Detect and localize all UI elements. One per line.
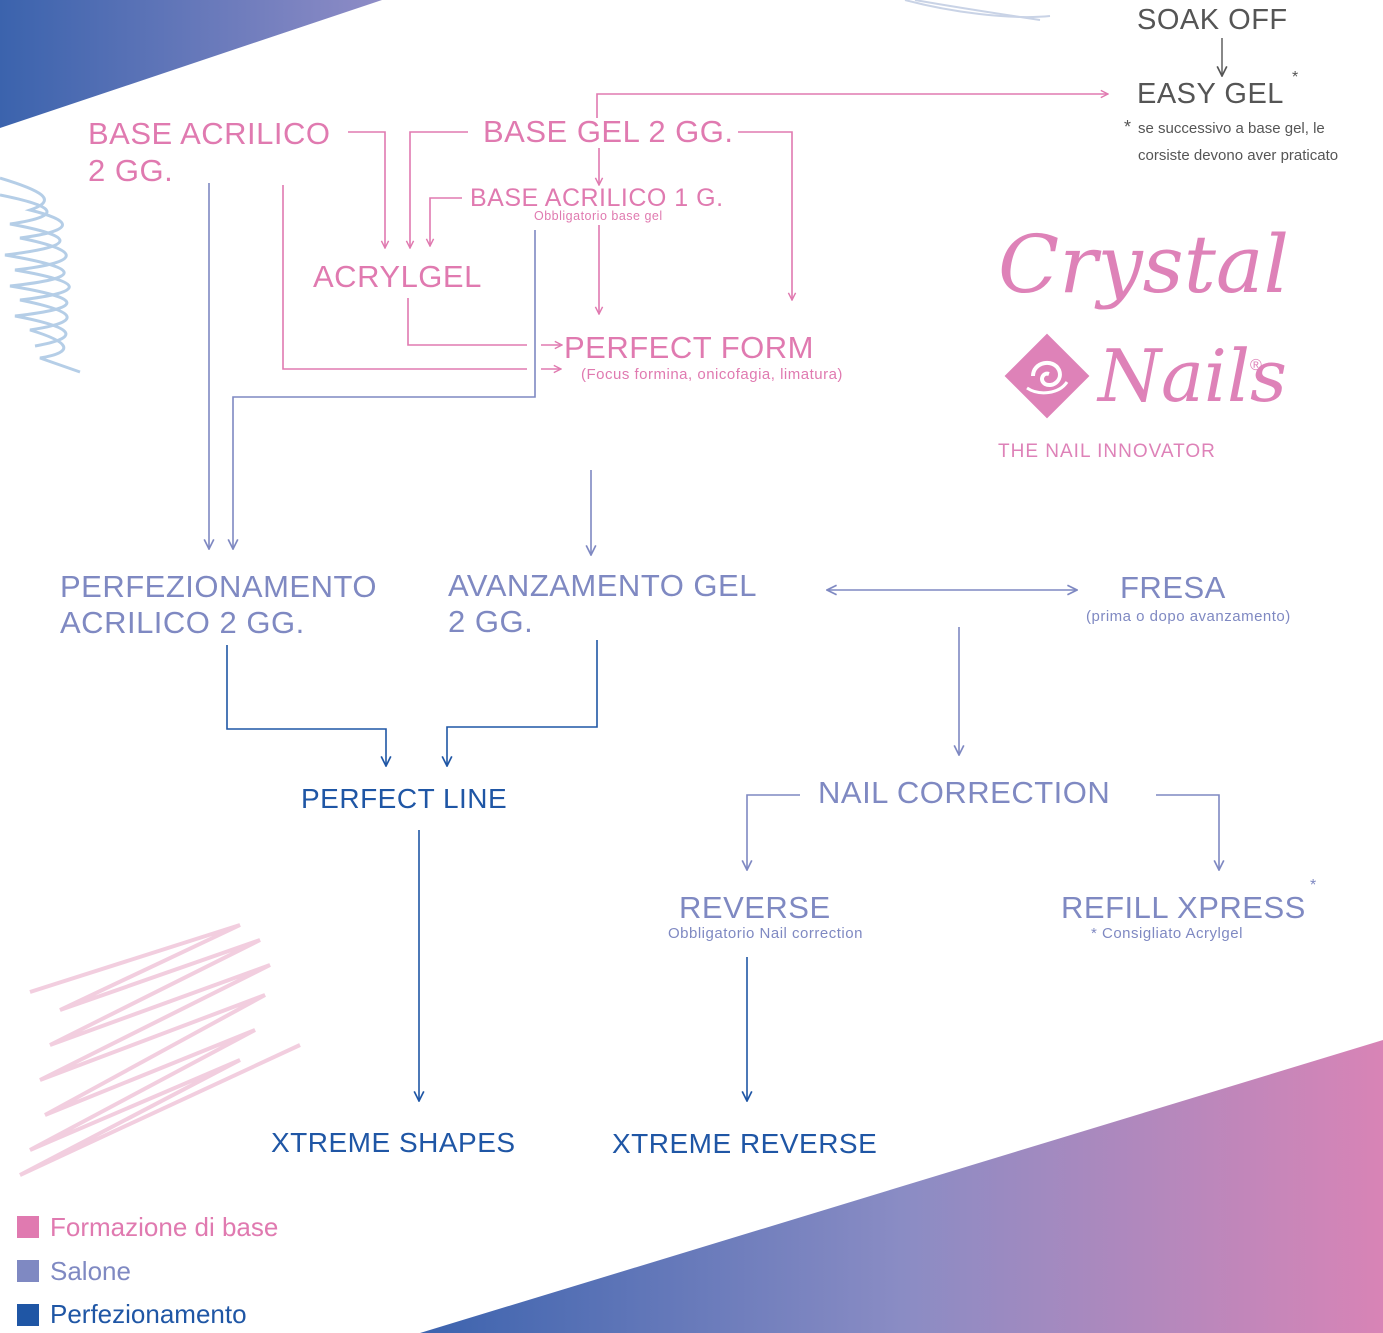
node-refill-xpress: REFILL XPRESS	[1061, 890, 1306, 925]
node-base-acrilico-2gg-line2: 2 GG.	[88, 153, 174, 188]
node-perfect-line: PERFECT LINE	[301, 783, 508, 814]
legend-label-perfezionamento: Perfezionamento	[50, 1299, 247, 1329]
pink-connectors	[282, 94, 1108, 369]
logo-nails: Nails	[1098, 334, 1287, 418]
lavender-connectors	[209, 183, 1219, 870]
blue-brush-stroke	[0, 176, 81, 374]
logo-crystal: Crystal	[998, 218, 1290, 311]
node-xtreme-shapes: XTREME SHAPES	[271, 1127, 516, 1158]
node-acrylgel: ACRYLGEL	[313, 259, 482, 294]
legend-swatch-perfezionamento	[17, 1304, 39, 1326]
node-base-acrilico-1g-note: Obbligatorio base gel	[534, 209, 663, 223]
node-reverse-note: Obbligatorio Nail correction	[668, 925, 863, 942]
logo-rose-icon	[1003, 332, 1091, 420]
node-easy-gel: EASY GEL	[1137, 78, 1284, 110]
legend-swatch-salone	[17, 1260, 39, 1282]
top-gray-brush-stroke	[904, 0, 1051, 21]
logo-registered: ®	[1250, 357, 1263, 374]
node-nail-correction: NAIL CORRECTION	[818, 775, 1111, 810]
node-avanzamento-gel-line2: 2 GG.	[448, 604, 534, 639]
node-perfezionamento-acrilico-line2: ACRILICO 2 GG.	[60, 605, 305, 640]
legend-label-formazione: Formazione di base	[50, 1212, 279, 1242]
logo-tagline: THE NAIL INNOVATOR	[998, 441, 1216, 462]
node-perfect-form: PERFECT FORM	[564, 330, 814, 365]
legend-label-salone: Salone	[50, 1256, 131, 1286]
bottom-right-gradient-corner	[420, 1040, 1383, 1333]
blue-connectors	[226, 640, 747, 1101]
node-soak-off: SOAK OFF	[1137, 4, 1288, 36]
node-base-acrilico-2gg-line1: BASE ACRILICO	[88, 116, 331, 151]
node-xtreme-reverse: XTREME REVERSE	[612, 1128, 878, 1159]
refill-xpress-asterisk: *	[1310, 877, 1317, 894]
node-base-gel-2gg: BASE GEL 2 GG.	[483, 114, 734, 149]
node-fresa: FRESA	[1120, 570, 1226, 605]
node-base-acrilico-1g: BASE ACRILICO 1 G.	[470, 184, 724, 212]
legend-swatch-formazione	[17, 1216, 39, 1238]
node-fresa-note: (prima o dopo avanzamento)	[1086, 608, 1291, 625]
pink-brush-stroke	[19, 923, 301, 1177]
easy-gel-note-line1: se successivo a base gel, le	[1138, 120, 1325, 137]
node-perfect-form-note: (Focus formina, onicofagia, limatura)	[581, 366, 843, 383]
easy-gel-note-line2: corsiste devono aver praticato	[1138, 147, 1339, 164]
node-perfezionamento-acrilico-line1: PERFEZIONAMENTO	[60, 569, 377, 604]
node-refill-xpress-note: * Consigliato Acrylgel	[1091, 925, 1243, 942]
easy-gel-note-star: *	[1124, 117, 1132, 137]
easy-gel-asterisk: *	[1292, 69, 1299, 86]
node-avanzamento-gel-line1: AVANZAMENTO GEL	[448, 568, 757, 603]
node-reverse: REVERSE	[679, 890, 831, 925]
top-left-gradient-corner	[0, 0, 382, 128]
